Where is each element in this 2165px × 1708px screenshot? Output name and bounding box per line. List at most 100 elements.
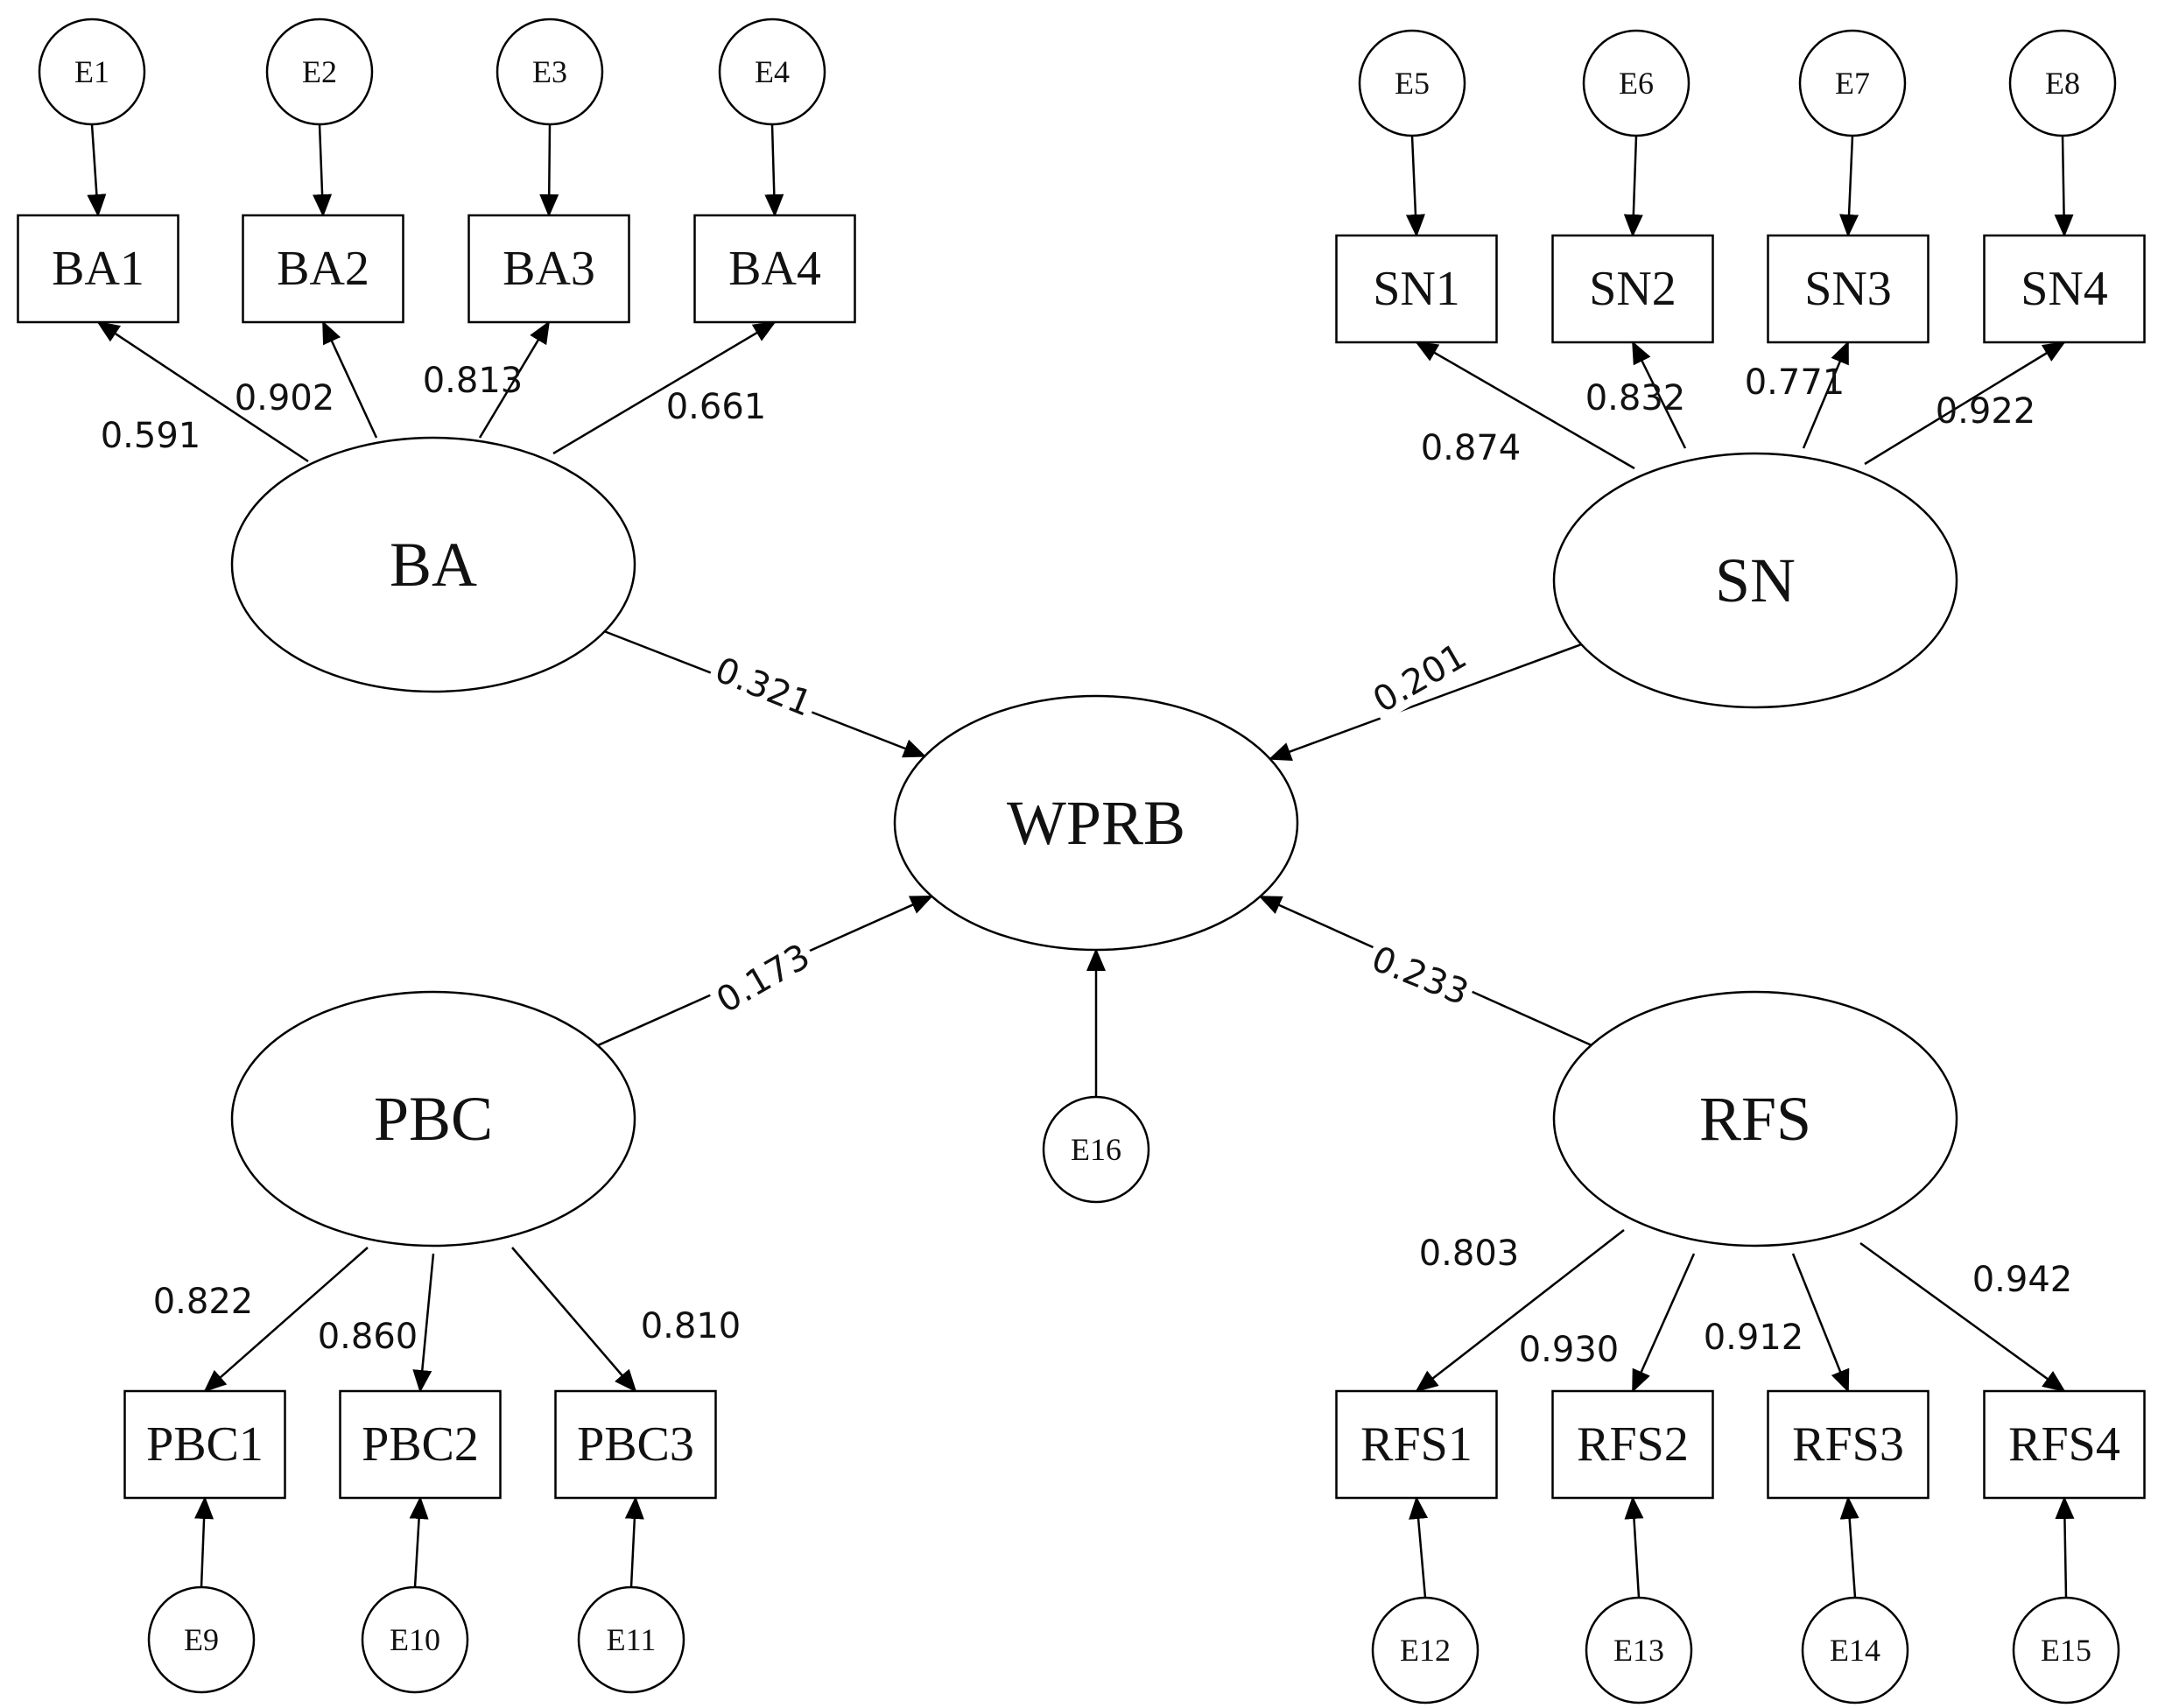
error-circle-e3 — [496, 18, 604, 126]
indicator-label-rfs3: RFS3 — [1792, 1417, 1904, 1472]
indicator-label-ba1: BA1 — [52, 242, 144, 296]
latent-rfs — [1552, 990, 1958, 1248]
loading-value-sn2: 0.832 — [1585, 378, 1686, 418]
error-arrow-e11 — [624, 1496, 644, 1588]
latent-label-sn: SN — [1715, 545, 1796, 615]
indicator-label-ba3: BA3 — [503, 242, 595, 296]
loading-value-pbc3: 0.810 — [641, 1306, 742, 1346]
error-label-e10: E10 — [390, 1622, 440, 1657]
error-arrow-e6 — [1623, 135, 1643, 237]
indicator-box-rfs3 — [1767, 1389, 1930, 1500]
error-label-e15: E15 — [2041, 1633, 2091, 1668]
error-circle-e11 — [577, 1585, 685, 1694]
latent-ba — [230, 436, 636, 693]
indicator-box-pbc3 — [554, 1389, 717, 1500]
error-label-e4: E4 — [755, 54, 790, 89]
error-label-e1: E1 — [74, 54, 109, 89]
error-circle-e12 — [1371, 1596, 1480, 1704]
error-arrow-e12 — [1409, 1496, 1429, 1599]
loading-value-ba2: 0.902 — [235, 378, 335, 418]
error-arrow-e15 — [2055, 1496, 2075, 1599]
indicator-box-rfs2 — [1551, 1389, 1714, 1500]
loading-value-rfs3: 0.912 — [1704, 1318, 1804, 1358]
indicator-label-sn1: SN1 — [1373, 262, 1460, 316]
error-label-e7: E7 — [1835, 66, 1870, 101]
error-label-e11: E11 — [607, 1622, 657, 1657]
loading-value-pbc2: 0.860 — [318, 1317, 418, 1357]
indicator-box-sn3 — [1767, 234, 1930, 344]
indicator-label-ba4: BA4 — [728, 242, 821, 296]
edges-layer — [87, 123, 2075, 1599]
path-coef-sn: 0.201 — [1367, 636, 1473, 720]
loading-arrow-sn3 — [1802, 341, 1850, 449]
error-circle-e7 — [1798, 29, 1907, 137]
error-label-e9: E9 — [184, 1622, 219, 1657]
error-arrow-e10 — [409, 1496, 429, 1588]
loading-arrow-rfs4 — [1859, 1241, 2066, 1393]
error-arrow-e1 — [87, 123, 107, 217]
indicator-label-ba2: BA2 — [277, 242, 369, 296]
error-label-e12: E12 — [1400, 1633, 1451, 1668]
latent-label-rfs: RFS — [1699, 1084, 1811, 1154]
path-coef-pbc: 0.173 — [710, 936, 817, 1021]
latent-label-ba: BA — [390, 530, 477, 600]
indicator-box-pbc2 — [339, 1389, 502, 1500]
loading-value-sn4: 0.922 — [1936, 391, 2036, 432]
indicator-box-ba3 — [467, 214, 630, 324]
loading-arrow-ba4 — [552, 320, 777, 455]
latent-wprb — [893, 694, 1299, 952]
loading-arrow-rfs1 — [1415, 1229, 1625, 1393]
error-arrow-e3 — [539, 123, 559, 217]
error-circle-e1 — [38, 18, 146, 126]
loading-arrow-ba1 — [96, 320, 309, 463]
error-circle-e13 — [1585, 1596, 1693, 1704]
indicator-label-rfs1: RFS1 — [1360, 1417, 1473, 1472]
error-arrow-e9 — [194, 1496, 214, 1588]
loading-value-ba1: 0.591 — [101, 416, 201, 456]
indicator-label-sn4: SN4 — [2021, 262, 2108, 316]
error-circle-e8 — [2008, 29, 2117, 137]
error-circle-e16 — [1042, 1095, 1150, 1204]
indicator-label-rfs4: RFS4 — [2008, 1417, 2120, 1472]
latent-sn — [1552, 452, 1958, 709]
indicator-box-rfs1 — [1335, 1389, 1498, 1500]
path-label-bg-sn — [1363, 634, 1477, 723]
path-coef-rfs: 0.233 — [1366, 938, 1473, 1014]
error-arrow-e7 — [1839, 135, 1859, 237]
indicator-box-ba2 — [242, 214, 404, 324]
loading-value-rfs2: 0.930 — [1519, 1330, 1620, 1370]
indicator-label-pbc2: PBC2 — [362, 1417, 479, 1472]
error-circle-e10 — [361, 1585, 469, 1694]
error-label-e8: E8 — [2045, 66, 2080, 101]
nodes-layer — [17, 18, 2146, 1704]
error-circle-e15 — [2012, 1596, 2120, 1704]
indicator-box-pbc1 — [123, 1389, 286, 1500]
indicator-label-rfs2: RFS2 — [1577, 1417, 1689, 1472]
loading-value-rfs1: 0.803 — [1419, 1234, 1520, 1274]
error-circle-e4 — [718, 18, 826, 126]
loading-arrow-rfs2 — [1631, 1253, 1696, 1393]
loading-arrow-sn1 — [1415, 341, 1635, 470]
error-circle-e5 — [1358, 29, 1466, 137]
loading-arrow-ba2 — [321, 320, 378, 439]
loading-arrow-sn2 — [1631, 341, 1687, 449]
indicator-box-ba1 — [17, 214, 179, 324]
loading-value-ba3: 0.813 — [423, 361, 524, 401]
latent-label-wprb: WPRB — [1007, 788, 1185, 858]
latent-label-pbc: PBC — [374, 1084, 493, 1154]
loading-value-ba4: 0.661 — [666, 387, 767, 427]
loading-arrow-pbc3 — [511, 1247, 637, 1393]
error-arrow-e2 — [313, 123, 333, 217]
loading-value-pbc1: 0.822 — [153, 1282, 254, 1322]
error-label-e2: E2 — [302, 54, 337, 89]
error-arrow-e4 — [764, 123, 784, 217]
indicator-box-sn2 — [1551, 234, 1714, 344]
latent-pbc — [230, 990, 636, 1248]
path-coef-ba: 0.321 — [709, 650, 817, 725]
error-circle-e6 — [1582, 29, 1691, 137]
loading-arrow-pbc2 — [412, 1253, 435, 1393]
path-arrow-sn-wprb — [1268, 643, 1582, 761]
error-arrow-e14 — [1839, 1496, 1859, 1599]
